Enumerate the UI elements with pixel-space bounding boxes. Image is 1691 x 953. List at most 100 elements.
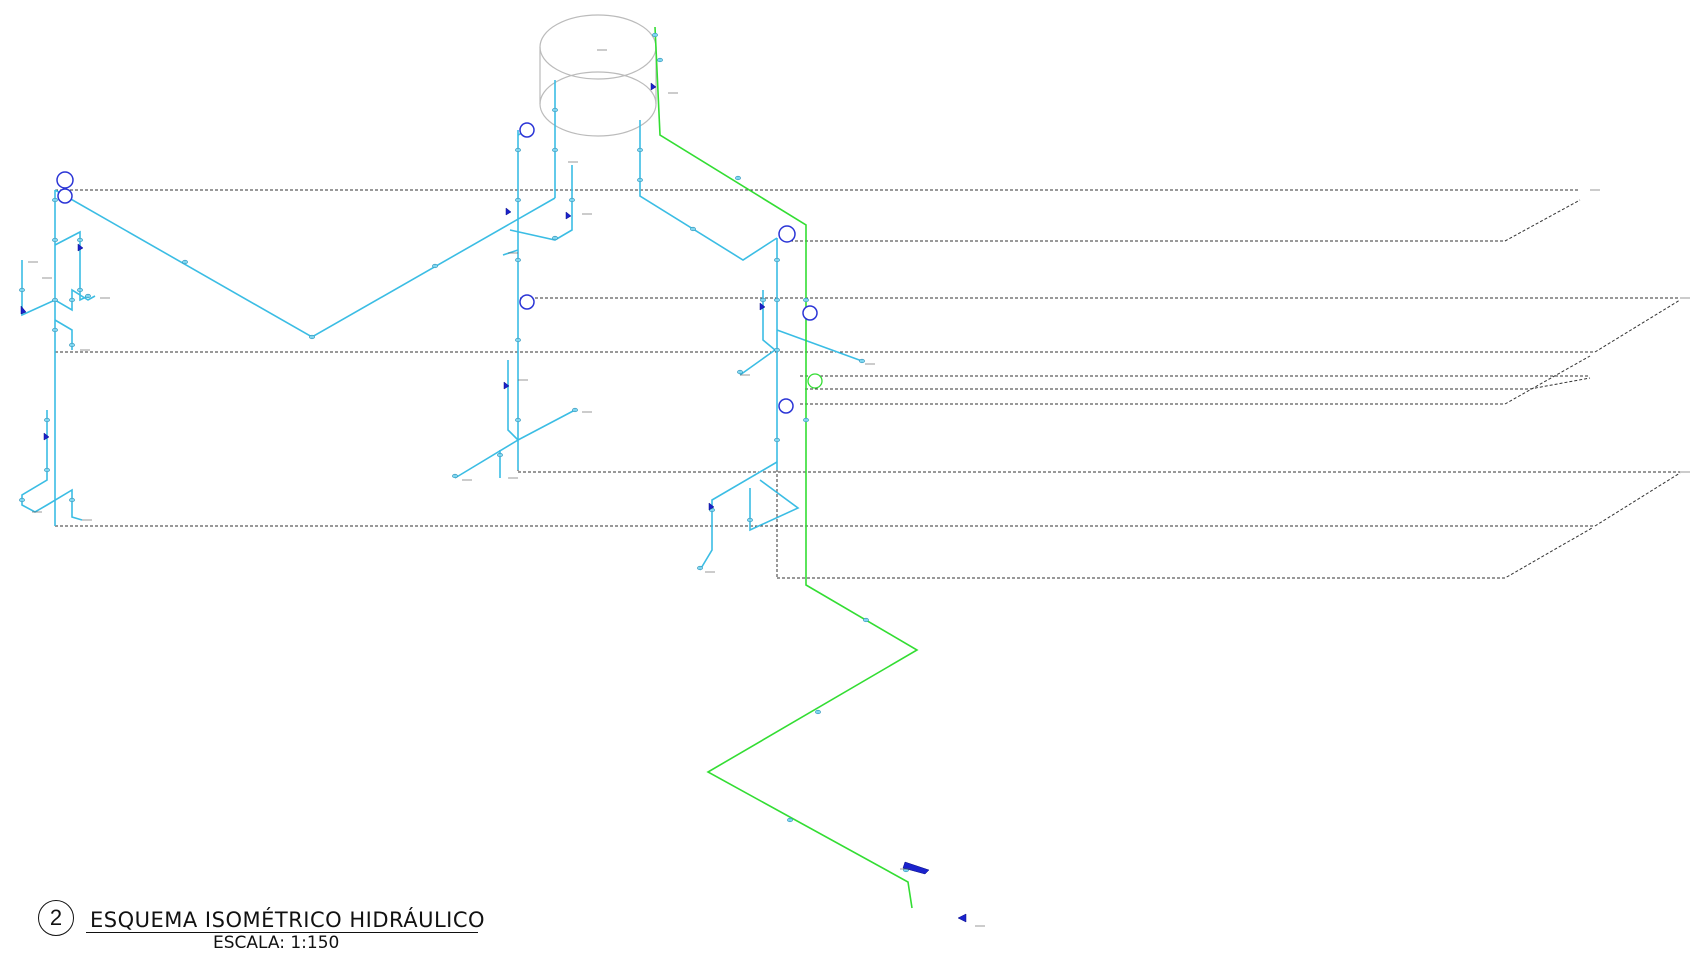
- valve-icon: [957, 913, 967, 923]
- valve-icon: [565, 211, 572, 220]
- pipe-fitting: [760, 297, 766, 303]
- level-line-6: [805, 377, 1591, 390]
- pipe-fitting: [52, 237, 58, 243]
- pipe-right-branch-c: [699, 461, 778, 571]
- branch-pipes: [21, 80, 863, 571]
- pipe-marker-icon: [57, 188, 73, 204]
- title-underline: [86, 932, 478, 933]
- pipe-marker-icon: [519, 294, 535, 310]
- pipe-marker-icon: [56, 171, 74, 189]
- valves: [20, 82, 967, 923]
- valve-icon: [759, 302, 766, 311]
- pipe-fitting: [552, 147, 558, 153]
- drawing-scale: ESCALA: 1:150: [213, 933, 340, 953]
- pipe-fitting: [552, 107, 558, 113]
- pipe-fitting: [572, 407, 578, 413]
- level-lines: [54, 189, 1681, 579]
- level-line-10: [777, 527, 1593, 579]
- pipe-fitting: [637, 177, 643, 183]
- pipe-fitting: [863, 617, 869, 623]
- pipe-marker-icon: [778, 225, 796, 243]
- pipe-fitting: [52, 197, 58, 203]
- pipe-fitting: [309, 334, 315, 340]
- pipe-fitting: [690, 226, 696, 232]
- pipe-fitting: [52, 327, 58, 333]
- pipe-fitting: [787, 817, 793, 823]
- pipe-fitting: [774, 257, 780, 263]
- pipe-fitting: [774, 297, 780, 303]
- valve-icon: [650, 82, 657, 91]
- valve-icon: [708, 502, 715, 511]
- pipe-fitting: [803, 417, 809, 423]
- annotations: [28, 49, 1690, 927]
- pipe-mid-branch-b: [509, 165, 573, 241]
- pipe-fitting: [52, 297, 58, 303]
- supply-line: [654, 26, 919, 909]
- supply-pipe: [654, 26, 919, 909]
- section-markers: [56, 122, 823, 414]
- pipe-right-branch-b: [739, 290, 777, 376]
- pipe-fitting: [44, 417, 50, 423]
- level-line-7: [800, 355, 1591, 405]
- pipe-mid-branch-e: [454, 439, 519, 479]
- pipe-mid-branch-d: [507, 360, 576, 441]
- pipe-fitting: [803, 297, 809, 303]
- level-line-9: [55, 472, 1681, 527]
- pipe-fitting: [657, 57, 663, 63]
- pipe-marker-icon: [519, 122, 535, 138]
- pipe-fitting: [774, 437, 780, 443]
- pipe-left-branch-d: [21, 410, 83, 521]
- pipe-fitting: [747, 517, 753, 523]
- drawing-title-block: 2 ESQUEMA ISOMÉTRICO HIDRÁULICO ESCALA: …: [38, 900, 498, 953]
- tank-icon: [539, 14, 657, 137]
- pipe-fitting: [652, 32, 658, 38]
- valve-icon: [503, 381, 510, 390]
- pipe-marker-icon: [807, 373, 823, 389]
- pipe-fitting: [77, 237, 83, 243]
- pipe-fitting: [515, 257, 521, 263]
- level-line-4: [55, 299, 1681, 353]
- pipe-left-branch-b: [21, 260, 96, 317]
- pipe-fitting: [69, 297, 75, 303]
- pipe-right-branch-d: [749, 479, 800, 532]
- pipe-fitting: [515, 197, 521, 203]
- pipe-fitting: [737, 369, 743, 375]
- pipe-fitting: [569, 197, 575, 203]
- pipe-fitting: [69, 342, 75, 348]
- pipe-fitting: [735, 175, 741, 181]
- pipe-right-branch-a: [776, 329, 863, 362]
- valve-icon: [77, 243, 84, 252]
- pipe-mid-branch-c: [502, 249, 519, 256]
- pipe-fitting: [815, 709, 821, 715]
- pipe-fitting: [432, 263, 438, 269]
- pipe-marker-icon: [778, 398, 794, 414]
- pipe-marker-icon: [802, 305, 818, 321]
- pipe-fitting: [85, 293, 91, 299]
- meter-icon: [902, 861, 930, 875]
- pipe-fitting: [859, 358, 865, 364]
- pipe-fitting: [19, 287, 25, 293]
- pipe-fitting: [552, 235, 558, 241]
- pipe-fittings: [19, 32, 909, 873]
- pipe-zigzag-left: [54, 189, 556, 338]
- valve-icon: [505, 207, 512, 216]
- pipe-fitting: [182, 259, 188, 265]
- pipe-fitting: [77, 287, 83, 293]
- pipe-fitting: [697, 565, 703, 571]
- level-line-2: [790, 199, 1581, 242]
- drawing-number: 2: [38, 900, 74, 936]
- drawing-title: ESQUEMA ISOMÉTRICO HIDRÁULICO: [90, 908, 486, 932]
- pipe-fitting: [515, 417, 521, 423]
- pipe-fitting: [515, 337, 521, 343]
- valve-icon: [43, 432, 50, 441]
- pipe-fitting: [515, 147, 521, 153]
- pipe-fitting: [452, 473, 458, 479]
- pipe-fitting: [69, 497, 75, 503]
- pipe-fitting: [44, 467, 50, 473]
- pipe-fitting: [637, 147, 643, 153]
- pipe-fitting: [19, 497, 25, 503]
- pipe-fitting: [774, 347, 780, 353]
- valve-icon: [20, 305, 27, 315]
- pipe-fitting: [497, 452, 503, 458]
